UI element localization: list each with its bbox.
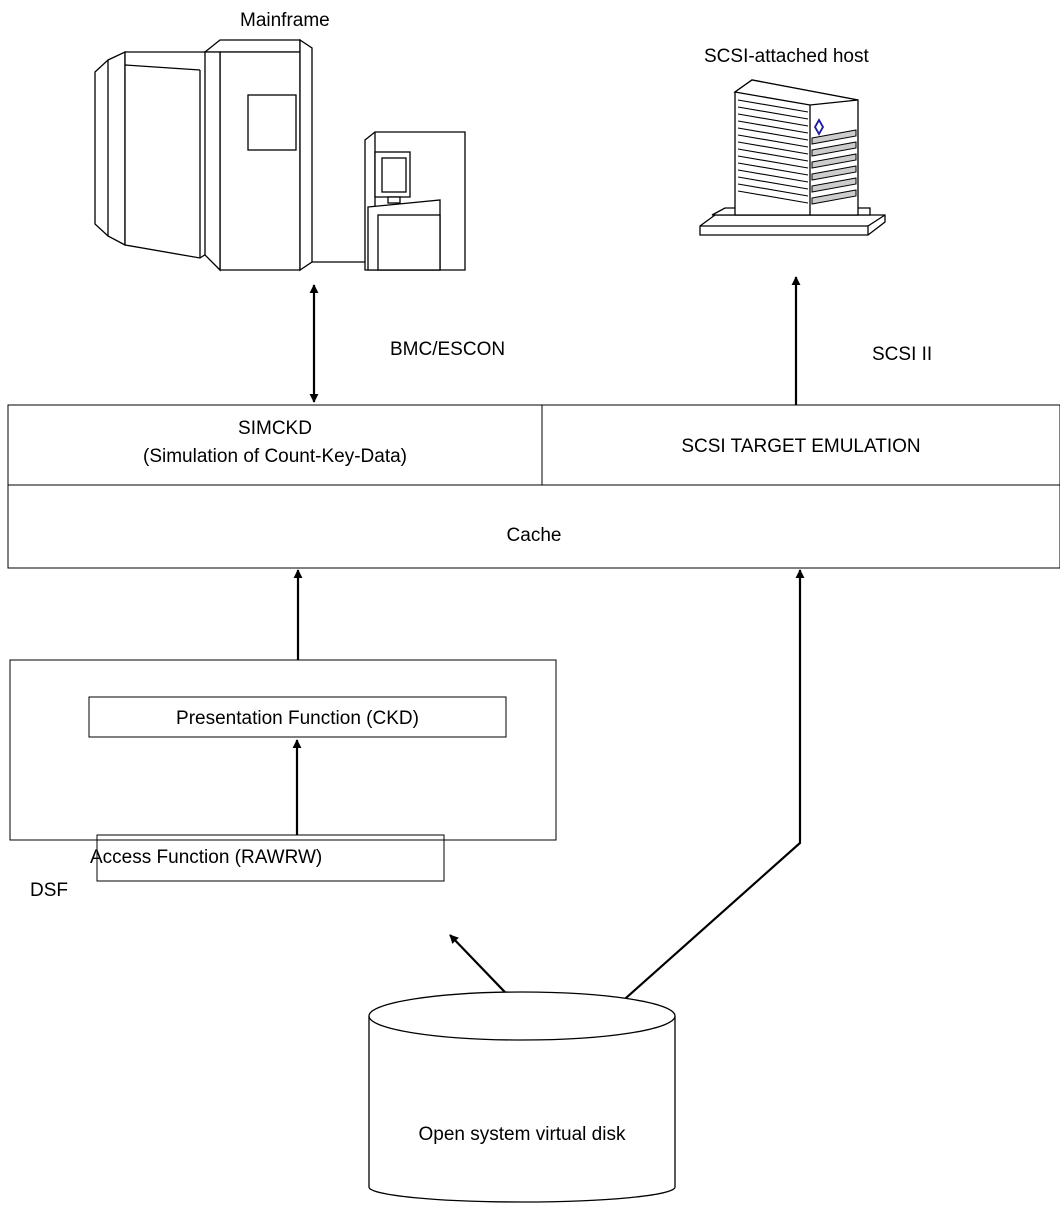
simckd-label: SIMCKD: [238, 418, 312, 439]
mainframe-link-label: BMC/ESCON: [390, 339, 506, 360]
access-function-box: [96, 834, 445, 882]
diamond-logo-icon: [813, 118, 825, 136]
cache-disk-arrow: [589, 569, 805, 1031]
presentation-function-label: Presentation Function (CKD): [176, 708, 419, 729]
presentation-function-box: [88, 696, 507, 738]
scsi-link-label: SCSI II: [872, 344, 933, 365]
dsf-label: DSF: [30, 880, 68, 901]
scsi-host-label: SCSI-attached host: [704, 46, 869, 67]
mainframe-icon: [94, 38, 466, 272]
scsi-host-server-icon: [699, 79, 886, 236]
cache-box: [7, 484, 1060, 569]
mainframe-label: Mainframe: [240, 10, 330, 31]
virtual-disk-label: Open system virtual disk: [418, 1124, 626, 1145]
access-function-label: Access Function (RAWRW): [90, 847, 323, 868]
cache-label: Cache: [506, 525, 562, 546]
scsi-target-emulation-label: SCSI TARGET EMULATION: [681, 436, 921, 457]
virtual-disk-cylinder: [368, 991, 676, 1203]
dsf-box: [9, 659, 557, 841]
simckd-subtitle: (Simulation of Count-Key-Data): [143, 446, 407, 467]
